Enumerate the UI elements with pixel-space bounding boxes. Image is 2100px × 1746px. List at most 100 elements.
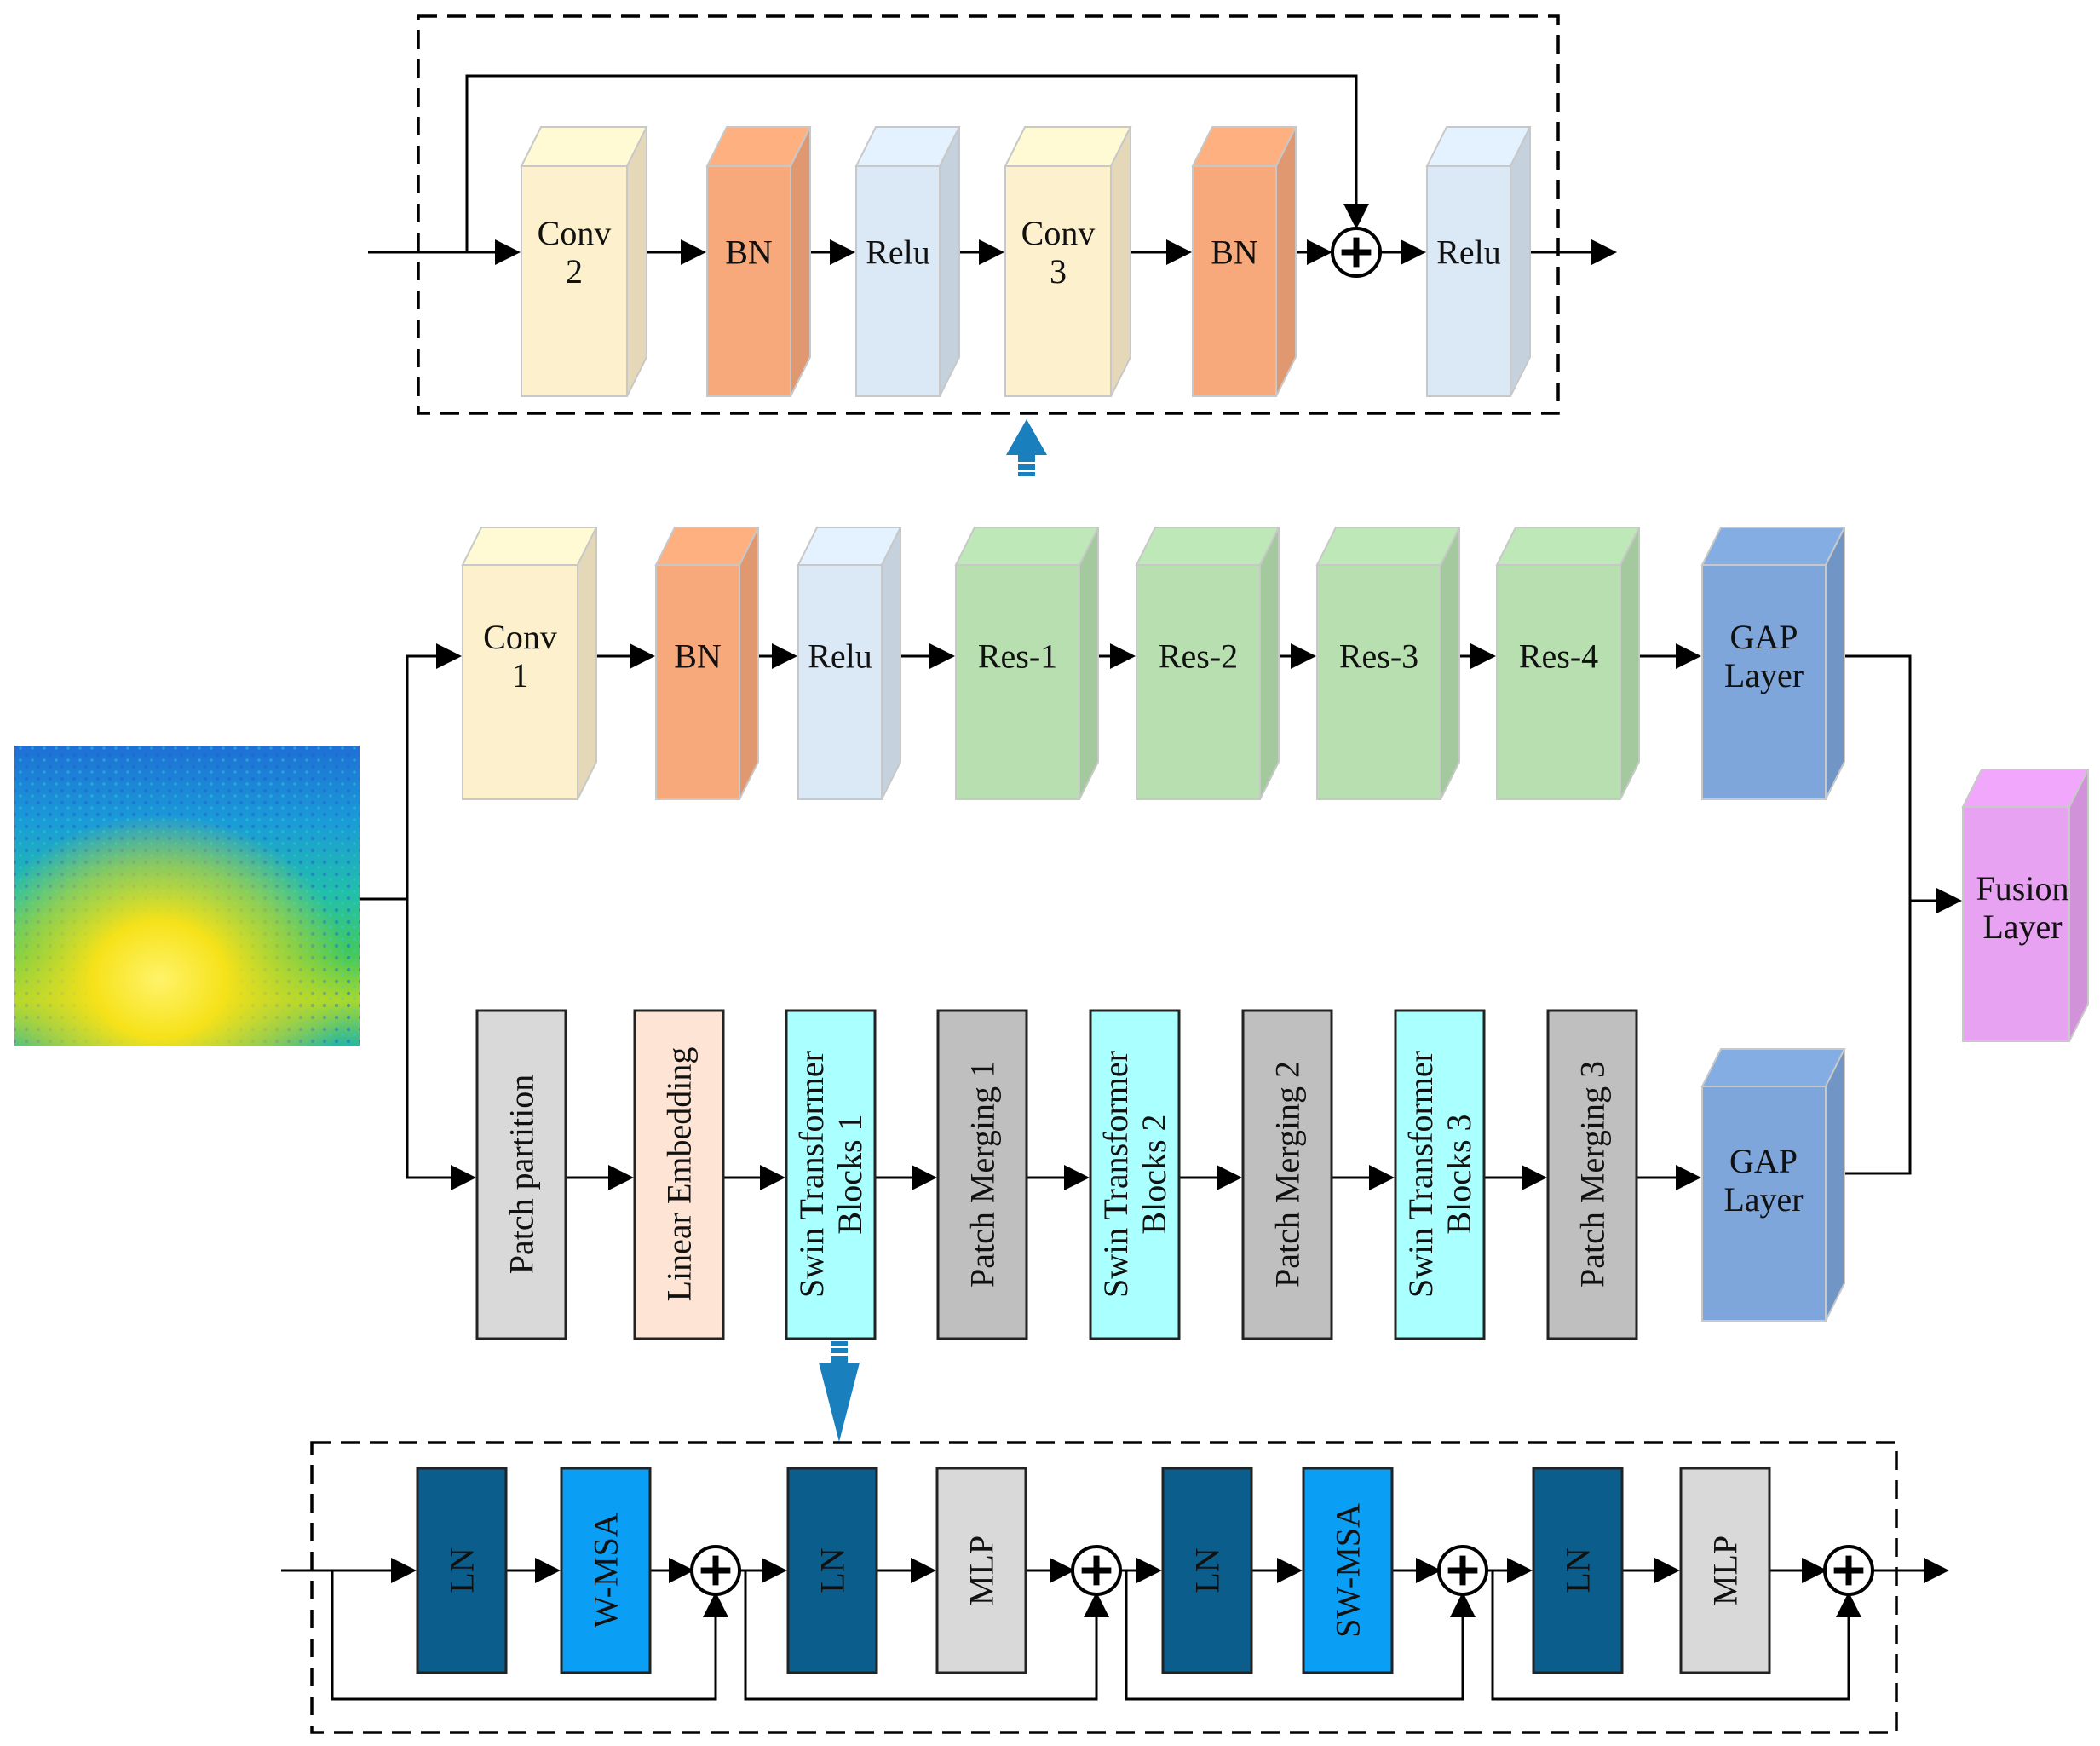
res-block-conv2 — [520, 126, 648, 397]
swin-gap — [1700, 1048, 1846, 1322]
res-block-bn2-front — [1192, 165, 1277, 397]
detail-mlp-2 — [1679, 1467, 1771, 1674]
swin-detail-frame — [310, 1441, 1898, 1734]
cnn-res4-label-line-1: Res-4 — [1519, 637, 1598, 676]
res-block-conv3 — [1004, 126, 1132, 397]
res-block-bn1-front — [706, 165, 791, 397]
cnn-relu-label: Relu — [808, 637, 872, 676]
detail-ln-3 — [1161, 1467, 1253, 1674]
swin-patch-merging-1-label-line-1: Patch Merging 1 — [964, 1061, 1002, 1288]
detail-ln-1 — [416, 1467, 508, 1674]
res-block-conv3-label-line-1: Conv — [1021, 214, 1096, 252]
cnn-res2-front — [1136, 564, 1261, 800]
res-block-conv2-label-line-1: Conv — [538, 214, 612, 252]
cnn-res2-label: Res-2 — [1159, 637, 1238, 676]
swin-patch-merging-1-label: Patch Merging 1 — [964, 1061, 1002, 1288]
cnn-bn — [654, 527, 760, 800]
detail-mlp-2-label: MLP — [1706, 1536, 1745, 1605]
cnn-res3-label: Res-3 — [1339, 637, 1418, 676]
swin-patch-merging-2 — [1241, 1009, 1333, 1340]
expand-swin-arrow-bar-1 — [831, 1341, 848, 1346]
detail-plus-2 — [1071, 1545, 1122, 1596]
swin-swin-blocks-2-label-line-2: Blocks 2 — [1135, 1114, 1173, 1234]
expand-swin-arrow-bar-3 — [831, 1356, 848, 1363]
swin-patch-merging-3-label-line-1: Patch Merging 3 — [1574, 1061, 1612, 1288]
expand-swin-arrow-head — [819, 1363, 860, 1442]
cnn-res1 — [954, 527, 1100, 800]
cnn-conv1-front — [462, 564, 578, 800]
res-block-conv3-label-line-2: 3 — [1050, 252, 1067, 291]
cnn-relu — [797, 527, 902, 800]
res-block-bn1-side — [790, 126, 811, 397]
input-spectrogram — [14, 746, 360, 1046]
detail-ln-3-label-line-1: LN — [1188, 1547, 1227, 1593]
res-block-conv3-side — [1110, 126, 1131, 397]
res-plus — [1331, 227, 1382, 278]
res-block-conv2-label-line-2: 2 — [566, 252, 583, 291]
cnn-conv1-side — [577, 527, 597, 800]
swin-patch-merging-3 — [1546, 1009, 1638, 1340]
cnn-gap-top — [1700, 527, 1846, 566]
swin-linear-embedding-label: Linear Embedding — [660, 1047, 699, 1302]
detail-skip-1 — [331, 1570, 728, 1701]
res-block-bn2-label-line-1: BN — [1211, 233, 1258, 272]
detail-mlp-2-label-line-1: MLP — [1706, 1536, 1745, 1605]
cnn-res3-front — [1316, 564, 1441, 800]
detail-ln-4 — [1532, 1467, 1624, 1674]
res-block-conv2-top — [520, 126, 648, 167]
res-block-conv2-side — [626, 126, 647, 397]
cnn-res2-label-line-1: Res-2 — [1159, 637, 1238, 676]
detail-sw-msa-label: SW-MSA — [1329, 1503, 1367, 1638]
swin-patch-merging-3-label: Patch Merging 3 — [1574, 1061, 1612, 1288]
cnn-gap — [1700, 527, 1846, 800]
res-block-bn1-label-line-1: BN — [725, 233, 773, 272]
cnn-relu-label-line-1: Relu — [808, 637, 872, 676]
detail-mlp-1 — [935, 1467, 1027, 1674]
res-block-bn2-side — [1275, 126, 1297, 397]
input-to-cnn-arrow — [360, 643, 462, 901]
fusion-layer-side — [2068, 769, 2089, 1042]
detail-ln-3-label: LN — [1188, 1547, 1227, 1593]
cnn-conv1-top — [461, 527, 598, 566]
detail-skip-2 — [744, 1570, 1109, 1701]
cnn-res4 — [1495, 527, 1641, 800]
swin-swin-blocks-1-label-line-1: Swin Transformer — [792, 1051, 831, 1298]
detail-w-msa-label-line-1: W-MSA — [587, 1513, 625, 1628]
spectrogram-glow — [14, 746, 360, 1046]
swin-swin-blocks-1-label-line-2: Blocks 1 — [831, 1114, 869, 1234]
detail-ln-2-label-line-1: LN — [814, 1547, 852, 1593]
res-block-conv3-top — [1004, 126, 1132, 167]
cnn-res4-front — [1496, 564, 1621, 800]
detail-ln-4-label: LN — [1559, 1547, 1597, 1593]
swin-swin-blocks-3 — [1394, 1009, 1486, 1340]
detail-w-msa — [560, 1467, 652, 1674]
res-block-relu2 — [1425, 126, 1532, 397]
cnn-res1-side — [1079, 527, 1099, 800]
cnn-res1-label: Res-1 — [978, 637, 1057, 676]
res-block-relu2-side — [1510, 126, 1531, 397]
res-block-bn2-label: BN — [1211, 233, 1258, 272]
fusion-layer-front — [1962, 806, 2070, 1042]
detail-skip-3 — [1125, 1570, 1476, 1701]
cnn-conv1-label-line-2: 1 — [512, 656, 529, 694]
cnn-bn-side — [739, 527, 759, 800]
cnn-res1-top — [954, 527, 1100, 566]
swin-swin-blocks-2-label-line-1: Swin Transformer — [1096, 1051, 1135, 1298]
detail-sw-msa-label-line-1: SW-MSA — [1329, 1503, 1367, 1638]
fusion-layer-label-line-1: Fusion — [1976, 869, 2069, 908]
swin-swin-blocks-3-label-line-1: Swin Transformer — [1401, 1051, 1440, 1298]
swin-linear-embedding-label-line-1: Linear Embedding — [660, 1047, 699, 1302]
cnn-res3-top — [1315, 527, 1461, 566]
fusion-layer-top — [1961, 769, 2090, 808]
cnn-res3-side — [1440, 527, 1460, 800]
cnn-relu-side — [881, 527, 901, 800]
cnn-relu-front — [797, 564, 883, 800]
expand-swin-arrow-bar-2 — [831, 1348, 848, 1353]
res-block-relu2-front — [1426, 165, 1511, 397]
cnn-gap-front — [1701, 564, 1827, 800]
res-block-relu1-front — [855, 165, 941, 397]
